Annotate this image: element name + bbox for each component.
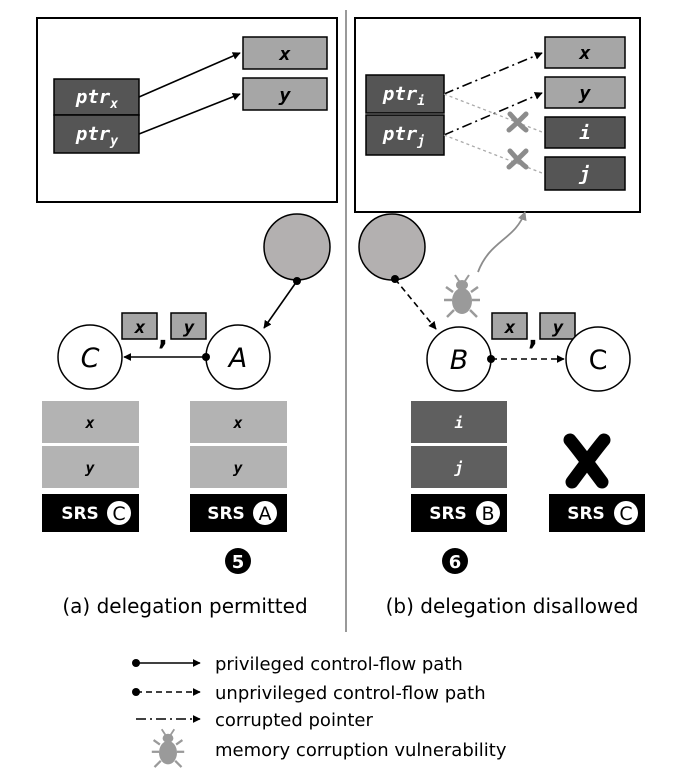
- svg-text:y: y: [232, 459, 243, 477]
- svg-text:x: x: [232, 414, 242, 432]
- svg-text:memory corruption vulnerabilit: memory corruption vulnerability: [215, 740, 507, 761]
- svg-text:unprivileged control-flow path: unprivileged control-flow path: [215, 683, 486, 704]
- bug-icon: [442, 273, 482, 319]
- svg-text:ptrx: ptrx: [75, 86, 118, 112]
- svg-text:x: x: [278, 43, 291, 65]
- svg-text:corrupted pointer: corrupted pointer: [215, 710, 373, 731]
- svg-text:i: i: [454, 414, 463, 432]
- arrow-ptr-x-to-x: [138, 52, 241, 98]
- pointer-box-ptr-x: ptrx: [53, 78, 140, 116]
- target-box-j: j: [544, 156, 626, 191]
- target-box-x: x: [242, 36, 328, 70]
- svg-text:A: A: [227, 343, 247, 374]
- svg-text:x: x: [504, 317, 516, 338]
- arg-box-y-a: y: [170, 312, 207, 340]
- step-badge-5: [225, 548, 251, 574]
- srs-label-c-b: SRS: [567, 504, 605, 524]
- caller-node-a: [263, 213, 331, 281]
- legend-bug-icon: [150, 728, 186, 769]
- vulnerability-arrow: [477, 211, 527, 273]
- svg-text:y: y: [183, 317, 196, 338]
- stack-b: i j SRS B: [411, 401, 507, 532]
- privileged-path-to-a: [263, 280, 298, 329]
- legend-privileged: privileged control-flow path: [132, 654, 463, 675]
- svg-text:A: A: [259, 503, 272, 525]
- svg-text:y: y: [278, 84, 291, 106]
- arg-box-x-b: x: [491, 312, 528, 340]
- arg-separator-a: ,: [158, 322, 168, 352]
- svg-text:B: B: [481, 503, 494, 525]
- svg-text:y: y: [552, 317, 565, 338]
- broken-link-icon-i: [506, 111, 529, 133]
- node-c-b: [565, 326, 631, 392]
- svg-text:x: x: [578, 42, 591, 64]
- broken-link-icon-j: [506, 148, 529, 170]
- node-c-a: [57, 324, 123, 390]
- caption-b: (b) delegation disallowed: [386, 594, 639, 618]
- step-badge-6: [442, 548, 468, 574]
- pointer-box-ptr-y: ptry: [53, 114, 140, 154]
- svg-text:i: i: [579, 122, 590, 144]
- caller-node-b: [358, 213, 426, 281]
- svg-text:C: C: [589, 345, 608, 376]
- arg-separator-b: ,: [528, 322, 538, 352]
- svg-text:B: B: [450, 345, 469, 376]
- arg-box-x-a: x: [121, 312, 158, 340]
- legend-bug: memory corruption vulnerability: [150, 728, 507, 769]
- legend-unprivileged: unprivileged control-flow path: [132, 683, 486, 704]
- target-box-y-b: y: [544, 76, 626, 109]
- target-box-y: y: [242, 77, 328, 111]
- svg-text:5: 5: [232, 552, 245, 573]
- stack-c-a: x y SRS C: [42, 401, 139, 532]
- pointer-box-ptr-i: ptri: [365, 74, 445, 114]
- svg-text:x: x: [84, 414, 94, 432]
- corrupted-pointer-i-to-x: [443, 52, 543, 95]
- panel-a: ptrx ptry x y x , y C A: [36, 17, 338, 618]
- srs-label-c-a: SRS: [61, 504, 99, 524]
- srs-label-a: SRS: [207, 504, 245, 524]
- svg-text:j: j: [453, 459, 463, 477]
- caption-a: (a) delegation permitted: [62, 594, 307, 618]
- svg-text:C: C: [619, 503, 632, 525]
- svg-text:y: y: [84, 459, 95, 477]
- svg-text:ptry: ptry: [75, 123, 118, 149]
- svg-text:x: x: [134, 317, 146, 338]
- arrow-ptr-y-to-y: [138, 92, 241, 135]
- target-box-x-b: x: [544, 36, 626, 69]
- svg-text:C: C: [112, 503, 125, 525]
- svg-text:ptrj: ptrj: [382, 123, 425, 149]
- srs-label-b: SRS: [429, 504, 467, 524]
- stack-a: x y SRS A: [190, 401, 287, 532]
- svg-text:j: j: [578, 163, 590, 185]
- svg-text:ptri: ptri: [382, 83, 425, 109]
- legend: privileged control-flow path unprivilege…: [132, 654, 507, 769]
- arg-box-y-b: y: [539, 312, 576, 340]
- svg-text:6: 6: [449, 552, 462, 573]
- corrupted-pointer-j-to-y: [443, 92, 543, 136]
- target-box-i: i: [544, 116, 626, 149]
- legend-corrupted: corrupted pointer: [136, 710, 373, 731]
- svg-text:C: C: [81, 343, 100, 374]
- panel-b: ptri ptrj x y i j: [354, 17, 645, 618]
- unprivileged-path-to-b: [394, 278, 437, 330]
- svg-text:y: y: [578, 82, 591, 104]
- stack-c-b: SRS C: [549, 494, 645, 532]
- svg-text:privileged control-flow path: privileged control-flow path: [215, 654, 463, 675]
- pointer-box-ptr-j: ptrj: [365, 114, 445, 156]
- denied-x-icon: [563, 433, 611, 489]
